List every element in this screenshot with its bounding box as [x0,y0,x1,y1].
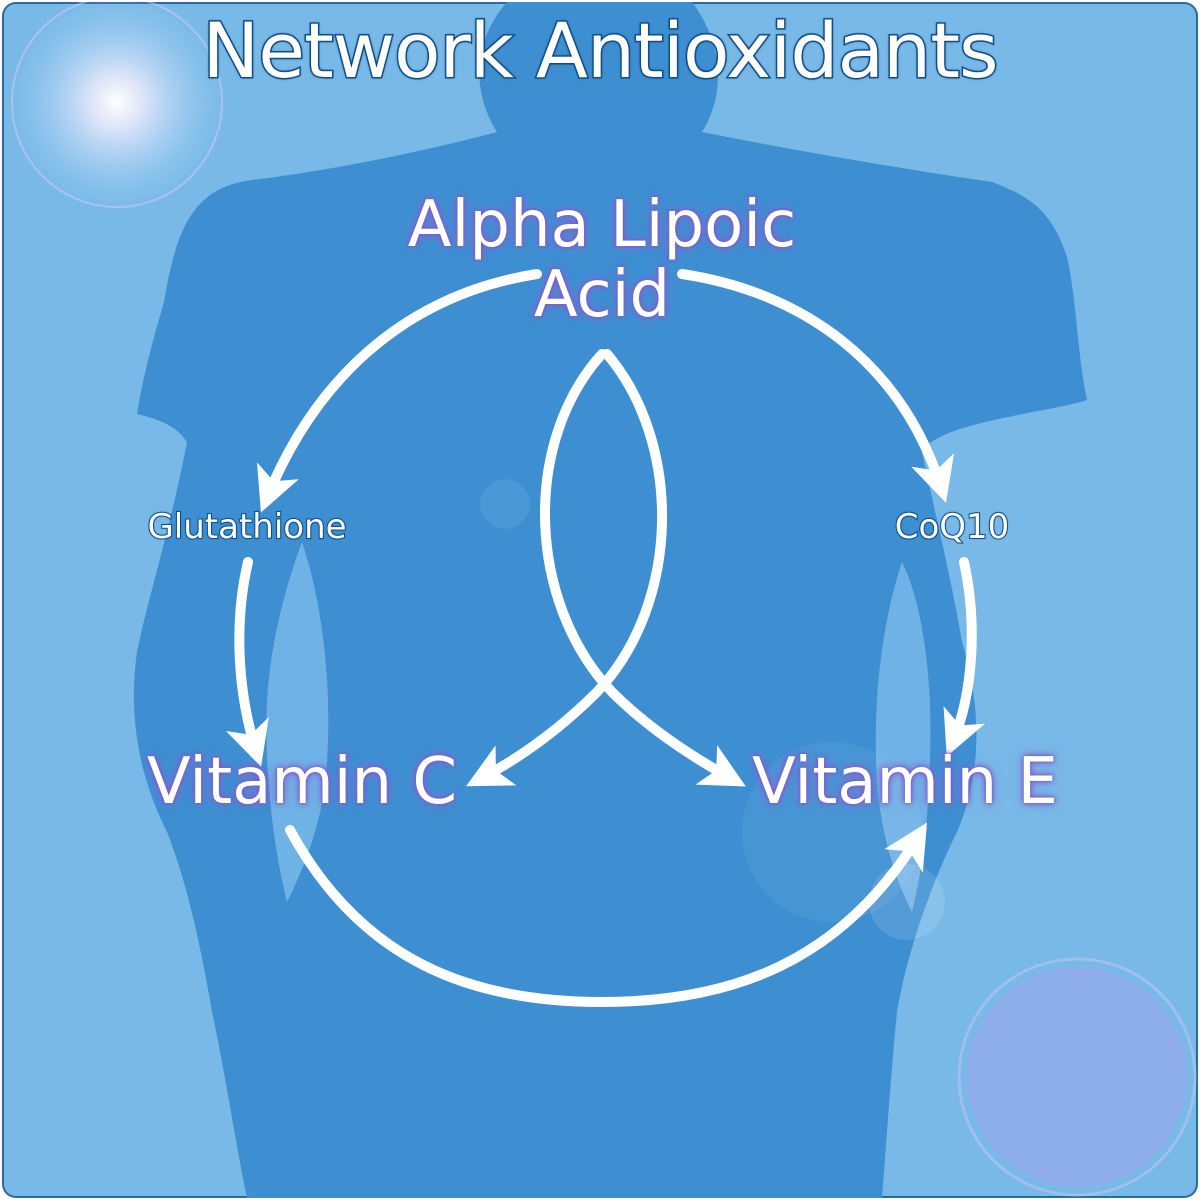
lens-flare-ring [11,2,223,208]
node-alpha-lipoic-line1: Alpha Lipoic [407,188,797,262]
lens-flare-dot [480,479,530,529]
node-glutathione: Glutathione [146,506,347,548]
lens-flare-lower [967,967,1187,1187]
lens-flare-small [742,742,922,922]
person-silhouette [133,2,1088,1198]
node-coq10: CoQ10 [894,506,1011,548]
node-vitamin-e: Vitamin E [752,745,1058,819]
arrow-coq10-to-vitamin-e [943,557,985,757]
lens-flare-dot-2 [869,864,945,940]
node-alpha-lipoic-line2: Acid [533,258,671,333]
lens-flare-lower-ring [957,957,1197,1197]
arrow-ala-to-glutathione [257,269,542,513]
node-alpha-lipoic-acid: Alpha Lipoic Acid [352,190,852,331]
page-title: Network Antioxidants [201,5,1000,97]
arrow-ala-to-vitamin-c [466,349,667,787]
arrow-ala-to-coq10 [677,269,955,503]
arrow-vitamin-c-to-vitamin-e [285,822,928,1008]
arrow-glutathione-to-vitamin-c [225,557,269,767]
left-arm-gap [266,542,329,902]
node-vitamin-c: Vitamin C [146,745,458,819]
lens-flare-glow [7,2,227,212]
arrow-ala-to-vitamin-e [539,349,746,787]
